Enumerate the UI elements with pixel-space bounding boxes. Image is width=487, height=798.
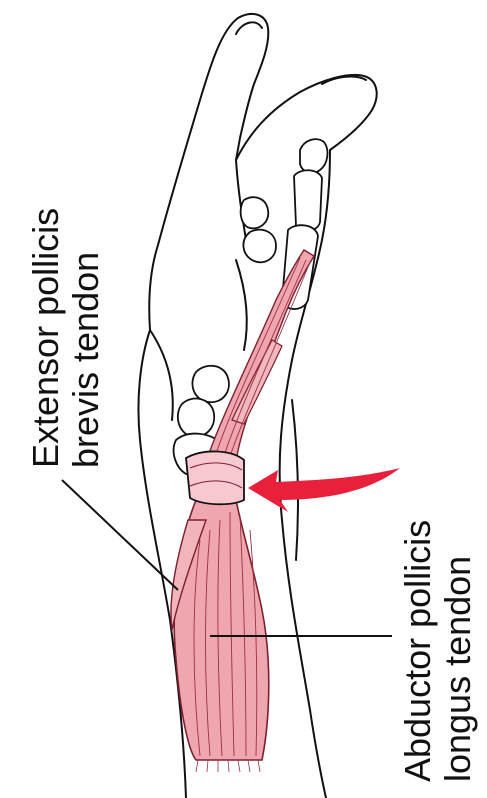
wrist-inner-contour xyxy=(292,400,298,560)
carpal-bone-3 xyxy=(192,366,228,402)
thumb-nail xyxy=(322,77,366,84)
tendon-sheath xyxy=(186,451,244,504)
palm-crease xyxy=(236,260,247,350)
abductor-label: Abductor pollicis longus tendon xyxy=(397,520,478,782)
extensor-label: Extensor pollicis brevis tendon xyxy=(25,208,106,468)
distal-phalanx-bone xyxy=(300,139,327,173)
carpal-bone-1 xyxy=(241,197,269,228)
extensor-label-line1: Extensor pollicis xyxy=(25,208,66,468)
abductor-label-line2: longus tendon xyxy=(437,556,478,782)
extensor-label-line2: brevis tendon xyxy=(65,252,106,468)
forearm-inner-line xyxy=(150,330,173,420)
red-arrow-icon xyxy=(248,468,400,512)
carpal-bone-4 xyxy=(178,399,214,437)
index-fingernail xyxy=(236,22,262,34)
tendons xyxy=(171,250,314,760)
index-finger-outline xyxy=(149,14,268,330)
muscle-fibre-ends xyxy=(196,760,260,772)
extensor-leader-line xyxy=(62,480,178,590)
tendon-band-1 xyxy=(206,250,314,462)
carpal-bone-2 xyxy=(243,230,276,263)
abductor-label-line1: Abductor pollicis xyxy=(397,520,438,782)
proximal-phalanx-bone xyxy=(294,170,322,231)
